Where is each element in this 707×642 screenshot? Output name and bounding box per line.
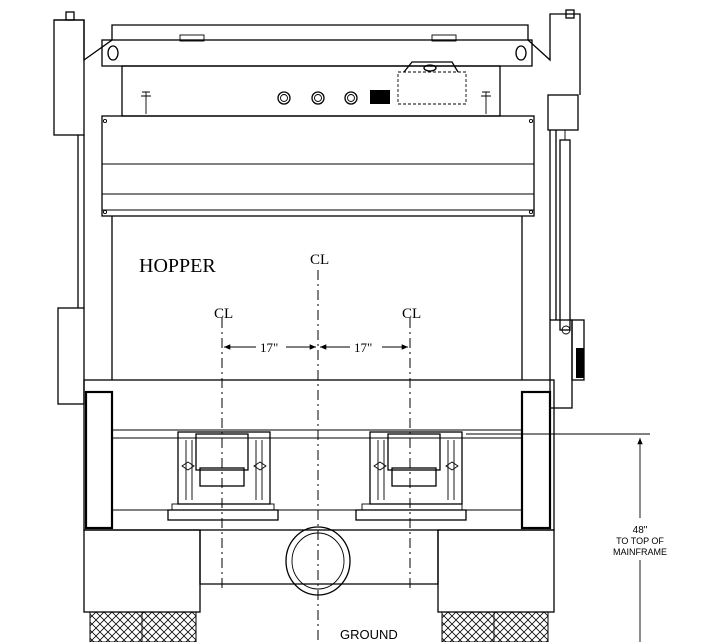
height-dimension (466, 433, 650, 642)
indicator-light-icon (277, 91, 291, 105)
dimension-right-17: 17" (354, 340, 372, 355)
lifter-arm-right (355, 431, 467, 521)
indicator-light-icon (344, 91, 358, 105)
ground-label: GROUND (340, 627, 398, 642)
centerlines (221, 270, 411, 642)
tailgate-beam (101, 115, 535, 217)
tire-left (89, 611, 197, 642)
height-caption-line2: MAINFRAME (613, 547, 667, 557)
lifter-arm-left (167, 431, 279, 521)
truck-body-outline (53, 9, 581, 409)
switch-box-icon (370, 90, 390, 104)
centerline-symbol-right: CL (402, 306, 421, 322)
hydraulic-cylinder (559, 130, 585, 381)
centerline-symbol-left: CL (214, 306, 233, 322)
tire-right (441, 611, 549, 642)
height-value: 48" (633, 525, 648, 536)
height-caption-line1: TO TOP OF (616, 536, 664, 546)
dimension-left-17: 17" (260, 340, 278, 355)
chassis-lower (83, 526, 555, 642)
centerline-symbol-main: CL (310, 252, 329, 268)
indicator-light-icon (311, 91, 325, 105)
hopper-body (83, 216, 555, 531)
top-control-panel (101, 34, 533, 117)
hopper-label: HOPPER (139, 255, 216, 277)
